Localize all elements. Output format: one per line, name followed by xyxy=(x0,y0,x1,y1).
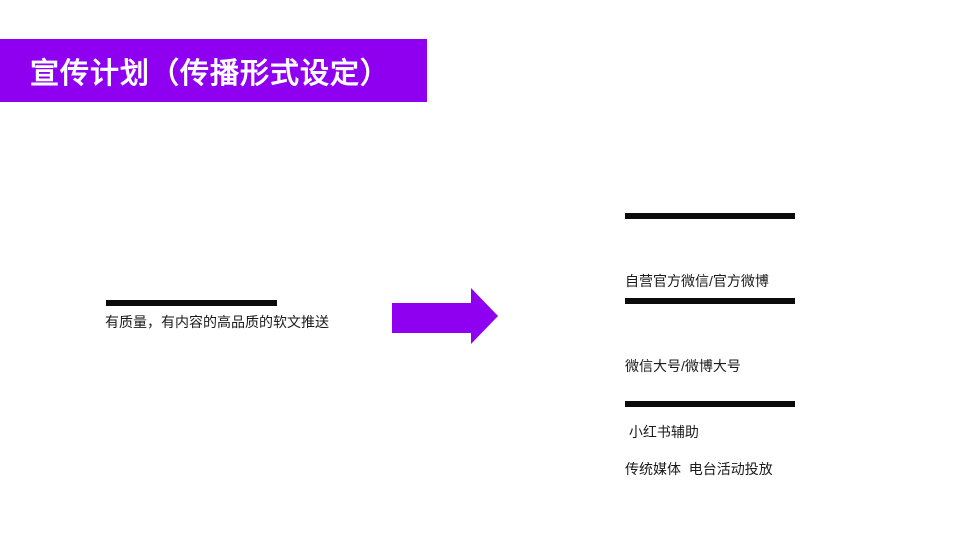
channel-item: 微信大号/微博大号 小红书辅助 xyxy=(625,311,845,487)
page-title: 宣传计划（传播形式设定） xyxy=(30,57,391,90)
channel-rule xyxy=(625,401,795,407)
channel-item: 传统媒体 电台活动投放 xyxy=(625,414,865,524)
channel-rule xyxy=(625,298,795,304)
channel-label: 自营官方微信/官方微博 xyxy=(625,273,769,289)
channel-label: 小红书辅助 xyxy=(625,424,699,440)
channel-label: 微信大号/微博大号 xyxy=(625,358,741,374)
right-arrow-icon xyxy=(392,288,498,344)
right-arrow-body xyxy=(392,303,471,333)
channel-item: 自营官方微信/官方微博 xyxy=(625,226,845,336)
channel-rule xyxy=(625,213,795,219)
source-label: 有质量，有内容的高品质的软文推送 xyxy=(105,314,329,330)
right-arrow-head xyxy=(471,288,498,344)
source-rule xyxy=(106,300,277,306)
channel-label: 传统媒体 电台活动投放 xyxy=(625,461,773,477)
title-banner: 宣传计划（传播形式设定） xyxy=(0,39,427,102)
